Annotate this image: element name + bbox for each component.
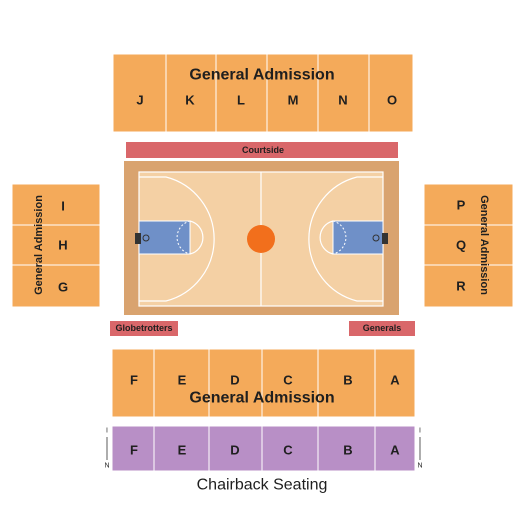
section-r[interactable] <box>423 264 514 308</box>
basketball-court <box>124 161 399 315</box>
section-a-chairback[interactable] <box>374 425 416 472</box>
generals-bench[interactable]: Generals <box>349 321 415 336</box>
left-row-marker: I N <box>104 428 109 470</box>
section-label-e-chairback: E <box>178 443 187 458</box>
section-c-chairback[interactable] <box>261 425 319 472</box>
section-d-chairback[interactable] <box>208 425 263 472</box>
section-label-f-chairback: F <box>130 443 138 458</box>
section-q[interactable] <box>423 224 514 266</box>
chairback-title: Chairback Seating <box>197 477 328 494</box>
right-row-marker: I N <box>417 428 422 470</box>
chairback-seating-block: F E D C B A I N I N Chairback Seating <box>104 425 423 494</box>
section-b-chairback[interactable] <box>317 425 376 472</box>
section-label-j: J <box>136 93 143 108</box>
section-label-b-ga: B <box>343 373 352 388</box>
left-three-point-line <box>139 176 215 302</box>
courtside-bar[interactable] <box>126 142 398 158</box>
section-f-ga[interactable] <box>111 348 155 418</box>
left-free-throw-circle-dashed <box>176 220 191 255</box>
left-block-title: General Admission <box>33 195 45 295</box>
section-g[interactable] <box>11 264 101 308</box>
section-label-k: K <box>185 93 195 108</box>
section-label-c-chairback: C <box>283 443 293 458</box>
section-label-p: P <box>457 198 466 213</box>
section-label-a-chairback: A <box>390 443 400 458</box>
left-general-admission-block: General Admission I H G <box>11 183 101 308</box>
right-hoop-icon <box>372 233 388 244</box>
left-free-throw-circle <box>189 220 204 255</box>
section-label-f-ga: F <box>130 373 138 388</box>
right-three-point-line <box>308 176 383 302</box>
section-label-d-chairback: D <box>230 443 239 458</box>
right-paint <box>332 220 384 255</box>
section-label-n: N <box>338 93 347 108</box>
section-label-m: M <box>288 93 299 108</box>
globetrotters-label: Globetrotters <box>115 323 172 333</box>
left-row-first-label: I <box>106 428 108 435</box>
section-label-l: L <box>237 93 245 108</box>
generals-bar[interactable] <box>349 321 415 336</box>
section-k[interactable] <box>165 53 217 133</box>
right-row-last-label: N <box>417 463 422 470</box>
section-e-chairback[interactable] <box>153 425 210 472</box>
right-block-title: General Admission <box>478 195 490 295</box>
bottom-block-title: General Admission <box>189 390 334 407</box>
section-label-b-chairback: B <box>343 443 352 458</box>
section-n[interactable] <box>317 53 370 133</box>
section-o[interactable] <box>368 53 414 133</box>
section-label-g: G <box>58 280 68 295</box>
courtside-label: Courtside <box>242 145 284 155</box>
section-label-c-ga: C <box>283 373 293 388</box>
generals-label: Generals <box>363 323 402 333</box>
section-h[interactable] <box>11 224 101 266</box>
left-hoop-icon <box>135 233 150 244</box>
section-i[interactable] <box>11 183 101 226</box>
top-block-title: General Admission <box>189 67 334 84</box>
right-row-first-label: I <box>419 428 421 435</box>
center-ball-icon <box>247 225 275 253</box>
courtside-section[interactable]: Courtside <box>126 142 398 158</box>
section-c-ga[interactable] <box>261 348 319 418</box>
globetrotters-bar[interactable] <box>110 321 178 336</box>
section-l[interactable] <box>215 53 268 133</box>
top-general-admission-block: General Admission J K L M N O <box>112 53 414 133</box>
section-p[interactable] <box>423 183 514 226</box>
right-general-admission-block: General Admission P Q R <box>423 183 514 308</box>
section-label-o: O <box>387 93 397 108</box>
right-free-throw-circle <box>319 220 334 255</box>
section-d-ga[interactable] <box>208 348 263 418</box>
section-j[interactable] <box>112 53 167 133</box>
section-label-i: I <box>61 199 65 214</box>
section-label-h: H <box>58 238 67 253</box>
globetrotters-bench[interactable]: Globetrotters <box>110 321 178 336</box>
left-paint <box>138 220 191 255</box>
right-free-throw-circle-dashed <box>332 220 347 255</box>
bottom-general-admission-block: F E D C B A General Admission <box>111 348 416 418</box>
section-label-q: Q <box>456 238 466 253</box>
section-label-d-ga: D <box>230 373 239 388</box>
section-label-r: R <box>456 279 466 294</box>
section-label-e-ga: E <box>178 373 187 388</box>
section-e-ga[interactable] <box>153 348 210 418</box>
section-a-ga[interactable] <box>374 348 416 418</box>
section-label-a-ga: A <box>390 373 400 388</box>
left-row-last-label: N <box>104 463 109 470</box>
